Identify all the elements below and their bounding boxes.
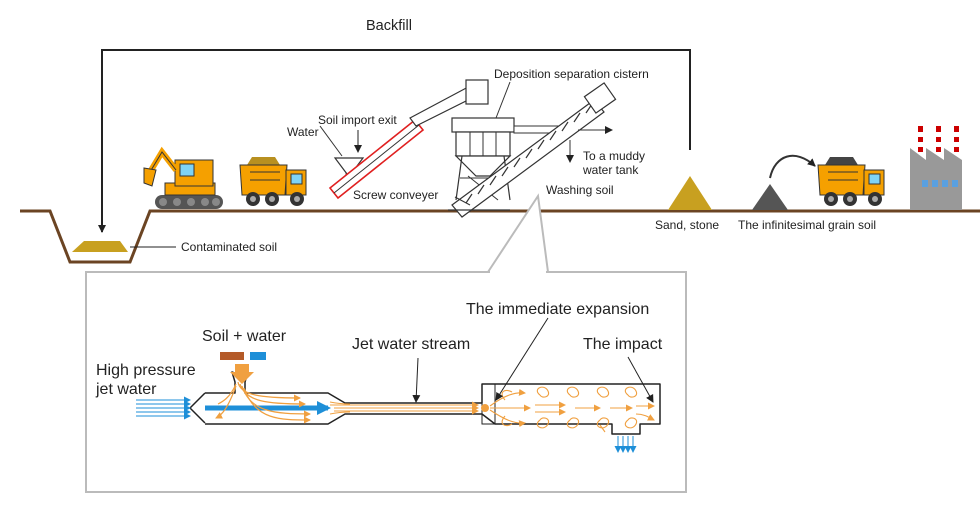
fine-soil-pile — [752, 184, 788, 210]
excavator-icon — [143, 146, 223, 209]
expansion-vortices — [481, 386, 655, 433]
soil-water-down-arrow — [230, 364, 254, 384]
impact-label: The impact — [583, 336, 663, 353]
water-input-block — [250, 352, 266, 360]
feed-conveyor — [328, 79, 489, 200]
transfer-arrow — [769, 155, 816, 179]
inset-callout — [487, 193, 549, 273]
infinitesimal-soil-label: The infinitesimal grain soil — [738, 218, 876, 232]
contaminated-soil-label: Contaminated soil — [181, 240, 277, 254]
sand-stone-pile — [668, 176, 712, 210]
dump-truck-icon-2 — [817, 157, 885, 206]
dump-truck-icon — [239, 157, 307, 206]
jet-stream-lines — [329, 401, 479, 415]
mixing-flows — [215, 381, 311, 424]
washing-soil-label: Washing soil — [546, 183, 614, 197]
deposition-cistern-label: Deposition separation cistern — [494, 67, 649, 81]
water-label: Water — [287, 125, 319, 139]
to-muddy-tank-label-1: To a muddy — [583, 149, 645, 163]
soil-input-block — [220, 352, 244, 360]
soil-import-exit-label: Soil import exit — [318, 113, 397, 127]
screw-conveyor-icon — [448, 82, 617, 218]
inset-panel — [85, 270, 687, 493]
factory-icon — [910, 126, 962, 210]
high-pressure-label-2: jet water — [95, 381, 157, 398]
screw-conveyer-label: Screw conveyer — [353, 188, 438, 202]
contaminated-soil-pile — [72, 241, 128, 252]
ground-line — [20, 209, 980, 264]
cistern-icon — [451, 117, 567, 201]
backfill-line — [98, 49, 691, 233]
to-muddy-tank-label-2: water tank — [582, 163, 639, 177]
outlet-drips — [614, 436, 637, 453]
jet-input-lines — [136, 396, 191, 420]
jet-stream-label: Jet water stream — [352, 336, 470, 353]
immediate-expansion-label: The immediate expansion — [466, 301, 649, 318]
backfill-label: Backfill — [366, 18, 412, 34]
soil-water-label: Soil + water — [202, 328, 287, 345]
sand-stone-label: Sand, stone — [655, 218, 719, 232]
high-pressure-label-1: High pressure — [96, 362, 196, 379]
